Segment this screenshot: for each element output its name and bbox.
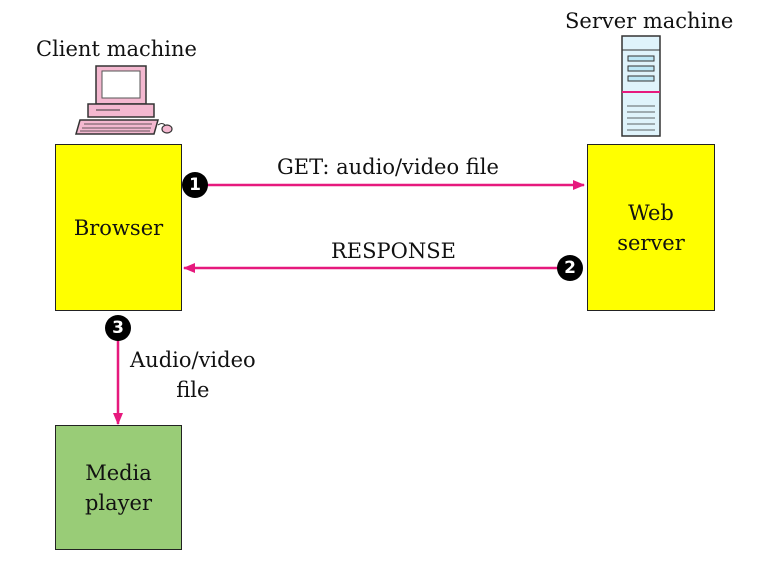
server-tower-icon xyxy=(621,35,661,137)
web-server-box: Web server xyxy=(587,144,715,311)
step-1-badge: 1 xyxy=(182,172,208,198)
client-machine-title: Client machine xyxy=(36,37,197,61)
audio-video-file-label: Audio/video file xyxy=(130,348,256,402)
desktop-computer-icon xyxy=(75,65,173,135)
get-request-label: GET: audio/video file xyxy=(277,155,499,179)
browser-label: Browser xyxy=(73,215,164,240)
media-player-label: Media player xyxy=(84,460,152,515)
response-label: RESPONSE xyxy=(331,239,456,263)
step-3-badge: 3 xyxy=(105,315,131,341)
server-machine-title: Server machine xyxy=(565,9,734,33)
step-2-badge: 2 xyxy=(557,255,583,281)
web-server-label: Web server xyxy=(617,200,685,255)
media-player-box: Media player xyxy=(55,425,182,550)
browser-box: Browser xyxy=(55,144,182,311)
